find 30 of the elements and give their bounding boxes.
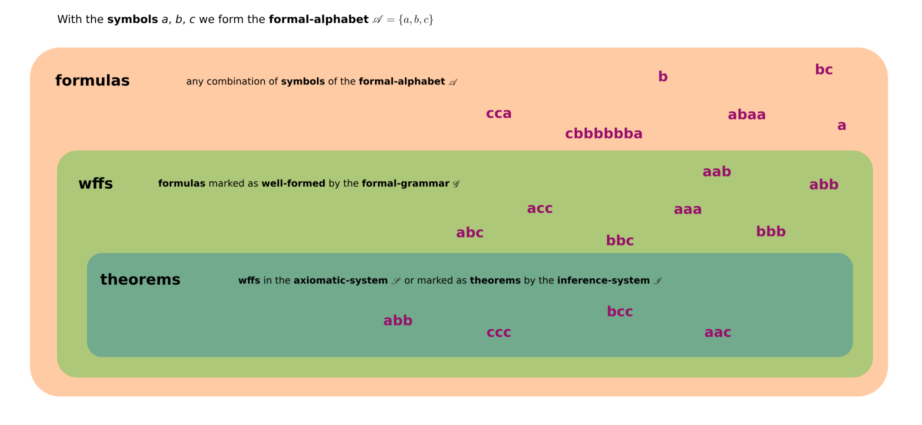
description: wffs in the axiomatic-system [238,276,388,286]
heading: theorems [100,273,180,285]
description: formulas marked as well-formed by the formal-grammar [158,179,450,189]
word: bc [816,64,832,74]
word: a [838,122,846,130]
formula: $\mathscr{I}$ [654,278,662,284]
word: cca [486,110,511,118]
region-box [87,253,853,357]
description: any combination of symbols of the formal-alphabet [186,77,445,87]
title: With the symbols a, b, c we form the formal-alphabet [58,14,369,26]
word: cbbbbbba [566,128,642,138]
word: abb [384,314,412,326]
heading: formulas [56,74,130,86]
formula: $\mathscr{G}$ [452,180,460,188]
word: aac [705,328,731,338]
word: aab [703,166,731,176]
formula: $\mathscr{A} = \{a, b, c\}$ [372,14,434,26]
formula: $\mathscr{S}$ [392,278,401,284]
word: aaa [674,206,702,214]
formula: $\mathscr{A}$ [448,78,458,86]
word: ccc [487,328,511,338]
word: acc [528,204,552,214]
word: b [659,70,668,82]
word: abb [810,178,838,190]
word: abaa [728,108,766,120]
word: bbb [757,226,786,236]
word: abc [456,226,483,238]
description: or marked as theorems by the inference-system [404,276,650,286]
word: bcc [608,306,632,316]
heading: wffs [78,177,112,189]
